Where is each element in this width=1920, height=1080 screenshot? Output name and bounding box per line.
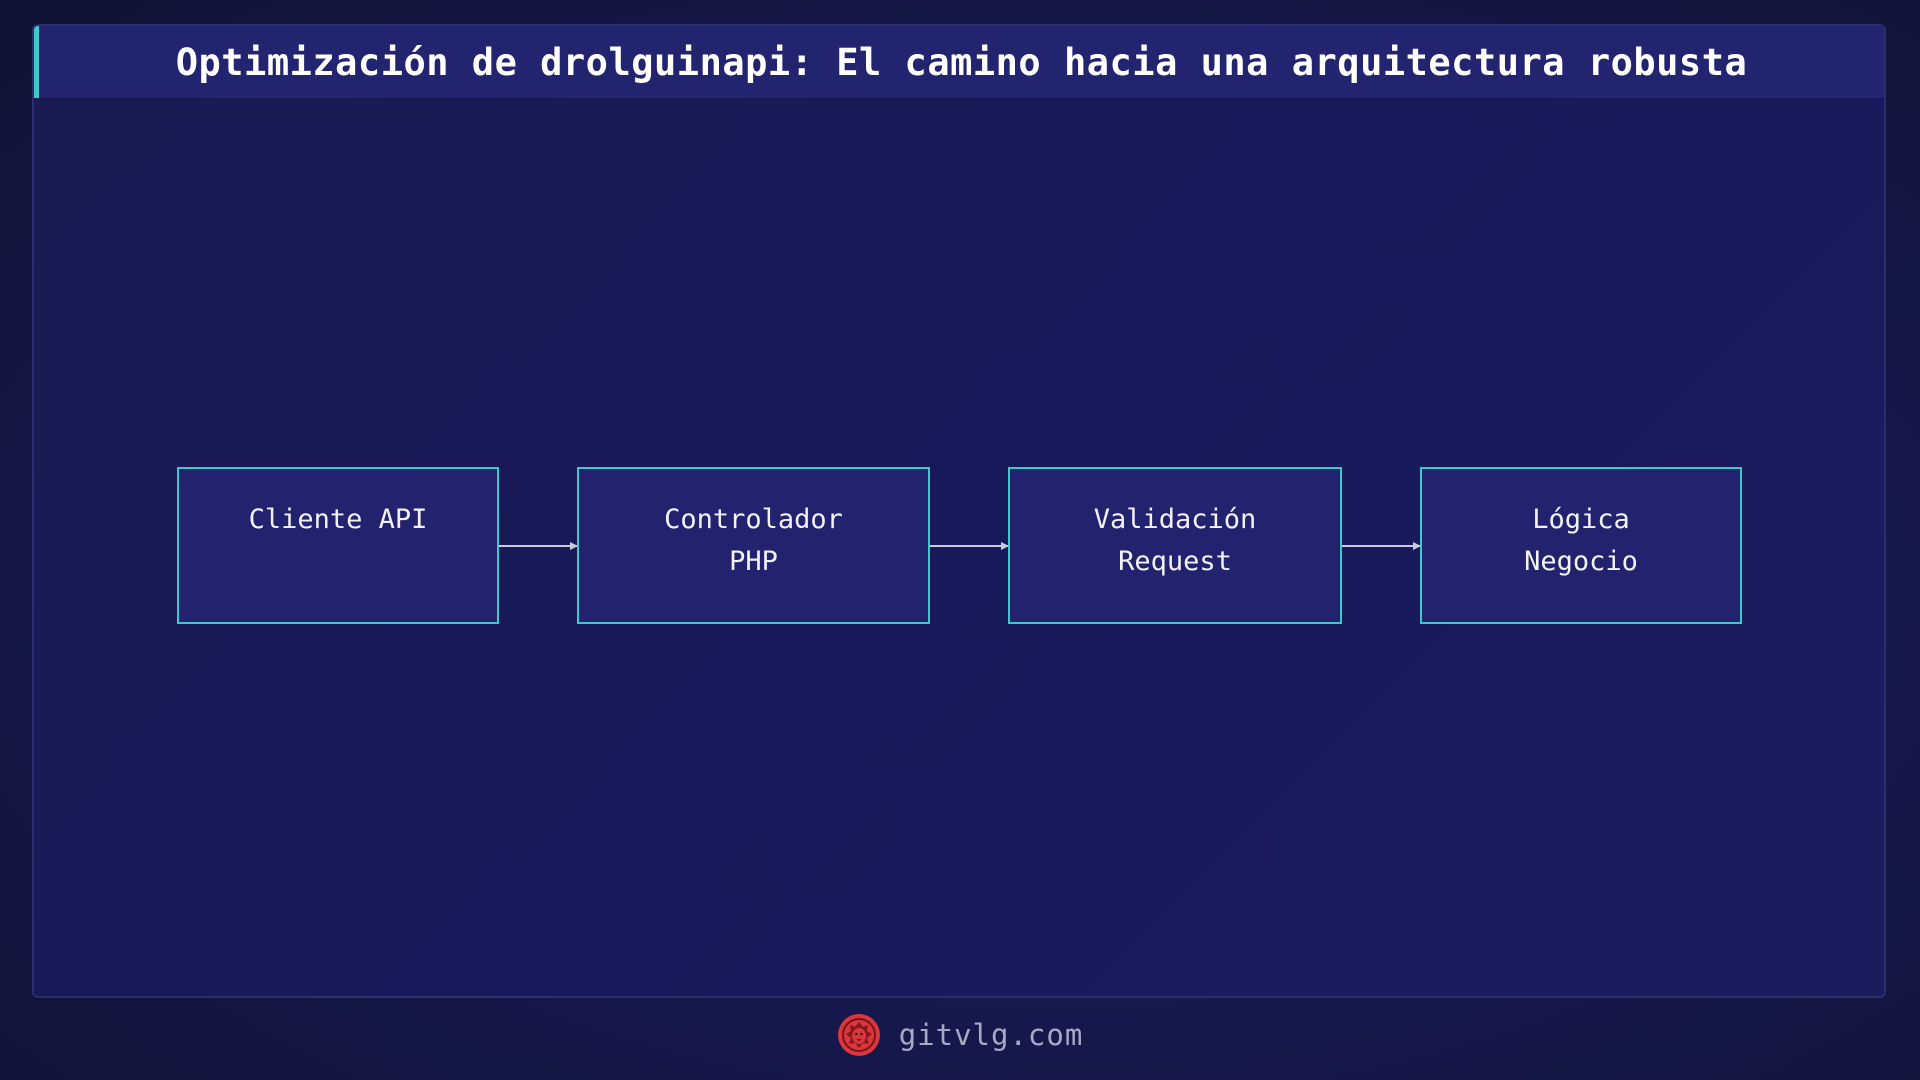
node-label-line: Lógica	[1532, 504, 1630, 535]
node-controlador-php: Controlador PHP	[577, 467, 930, 624]
node-label-line: Validación	[1093, 504, 1257, 535]
node-label-line: Negocio	[1524, 546, 1638, 577]
footer: gitvlg.com	[0, 1010, 1920, 1060]
node-label-line: Controlador	[664, 504, 843, 535]
node-logica-negocio: Lógica Negocio	[1420, 467, 1742, 624]
node-label-line: Cliente API	[248, 504, 428, 535]
title-bar: Optimización de drolguinapi: El camino h…	[34, 26, 1884, 98]
lion-logo-icon[interactable]	[837, 1013, 881, 1057]
node-validacion-request: Validación Request	[1008, 467, 1342, 624]
footer-site-link[interactable]: gitvlg.com	[898, 1018, 1084, 1052]
node-cliente-api: Cliente API	[177, 467, 499, 624]
node-label-line: PHP	[729, 546, 778, 577]
node-label-line: Request	[1118, 546, 1232, 577]
page-title: Optimización de drolguinapi: El camino h…	[175, 40, 1748, 84]
